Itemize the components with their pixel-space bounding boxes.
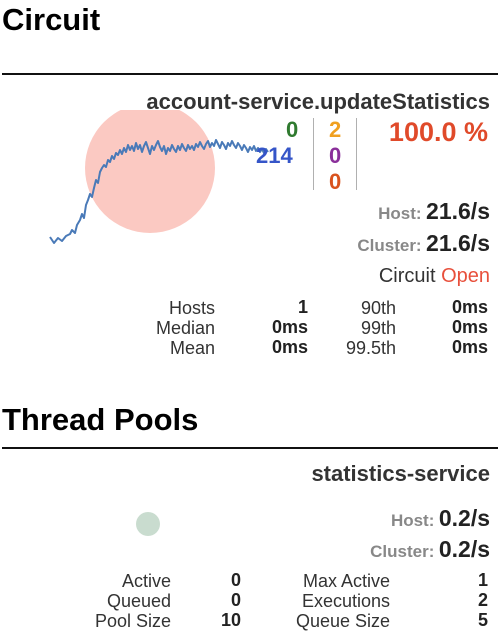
pool-host-label: Host:	[390, 511, 435, 530]
rejected-count: 0	[329, 143, 342, 168]
pool-label-pool-size: Pool Size	[94, 611, 171, 631]
pool-value-pool-size: 10	[220, 610, 241, 630]
pool-value-active: 0	[230, 570, 241, 590]
stat-value-mean: 0ms	[271, 337, 308, 357]
stat-label-99th: 99th	[360, 318, 396, 338]
stat-label-90th: 90th	[360, 298, 396, 318]
pool-cluster-rate-row: Cluster: 0.2/s	[370, 536, 490, 563]
pool-cluster-label: Cluster:	[370, 542, 435, 561]
success-count: 0	[286, 117, 299, 142]
error-percentage: 100.0 %	[388, 117, 488, 147]
stat-label-median: Median	[155, 318, 215, 338]
cluster-rate: 21.6/s	[426, 230, 490, 256]
pool-cluster-rate: 0.2/s	[438, 536, 490, 562]
thread-pools-divider	[2, 447, 498, 449]
pool-health-circle	[136, 512, 160, 536]
counts-separator-left	[313, 118, 314, 190]
pool-label-queue-size: Queue Size	[295, 611, 390, 631]
stat-value-99th: 0ms	[451, 317, 488, 337]
circuit-section-title: Circuit	[2, 2, 101, 37]
cluster-label: Cluster:	[357, 236, 422, 255]
timeout-count: 2	[329, 117, 342, 142]
pool-label-executions: Executions	[301, 591, 390, 611]
thread-pools-section-title: Thread Pools	[2, 402, 199, 437]
pool-host-rate-row: Host: 0.2/s	[391, 505, 490, 532]
stat-value-hosts: 1	[297, 297, 308, 317]
command-name: account-service.updateStatistics	[146, 89, 490, 114]
pool-value-queue-size: 5	[477, 610, 488, 630]
circuit-chart	[49, 110, 269, 244]
short-circuited-count: 214	[256, 143, 293, 168]
stat-label-99-5th: 99.5th	[345, 338, 396, 358]
circuit-state: Open	[441, 265, 490, 287]
circuit-label: Circuit	[378, 265, 436, 287]
stat-value-99-5th: 0ms	[451, 337, 488, 357]
cluster-rate-row: Cluster: 21.6/s	[357, 230, 490, 257]
request-rate-sparkline	[49, 139, 269, 244]
pool-value-executions: 2	[477, 590, 488, 610]
pool-label-max-active: Max Active	[302, 571, 390, 591]
stat-label-mean: Mean	[169, 338, 215, 358]
pool-host-rate: 0.2/s	[438, 505, 490, 531]
counts-separator-right	[356, 118, 357, 190]
failure-count: 0	[329, 169, 342, 194]
pool-label-queued: Queued	[106, 591, 171, 611]
pool-value-max-active: 1	[477, 570, 488, 590]
pool-name: statistics-service	[311, 461, 490, 486]
host-rate-row: Host: 21.6/s	[378, 198, 490, 225]
stat-value-median: 0ms	[271, 317, 308, 337]
health-circle	[85, 110, 215, 233]
circuit-status: Circuit Open	[379, 265, 490, 288]
stat-label-hosts: Hosts	[168, 298, 215, 318]
pool-value-queued: 0	[230, 590, 241, 610]
host-rate: 21.6/s	[426, 198, 490, 224]
circuit-divider	[2, 73, 498, 75]
stat-value-90th: 0ms	[451, 297, 488, 317]
pool-label-active: Active	[121, 571, 171, 591]
host-label: Host:	[378, 204, 422, 223]
